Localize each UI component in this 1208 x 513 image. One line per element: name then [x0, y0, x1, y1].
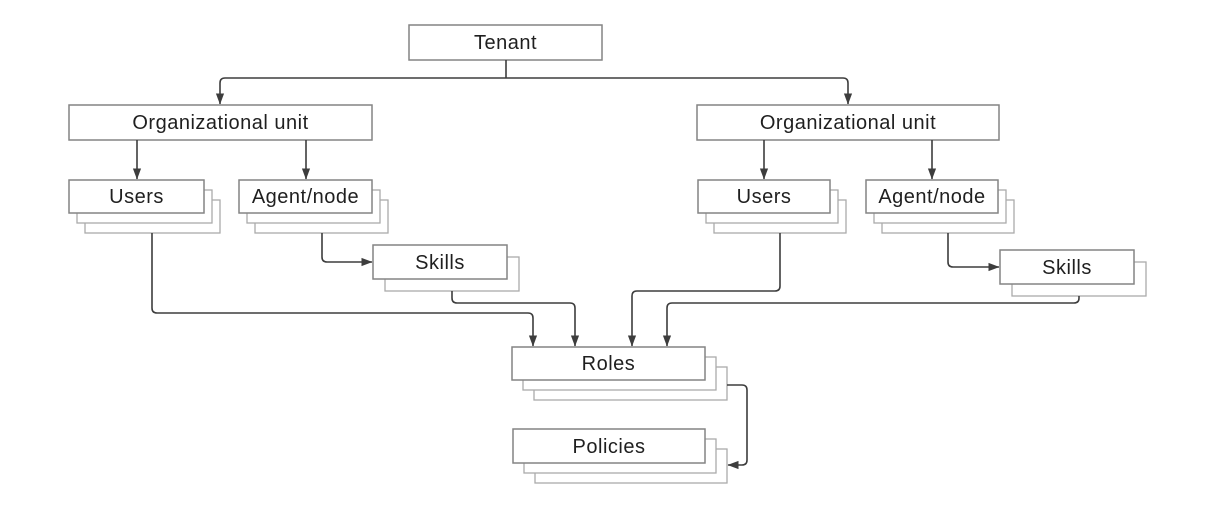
edge-agent-right-skills-right	[947, 233, 1000, 272]
node-tenant: Tenant	[408, 24, 603, 61]
node-users-left-label: Users	[109, 186, 164, 208]
node-skills-right: Skills	[999, 249, 1147, 297]
edge-tenant-ou-right	[506, 77, 853, 105]
node-users-right-label: Users	[737, 186, 792, 208]
edge-skills-right-roles	[662, 296, 1080, 347]
edge-tenant-ou-left	[215, 77, 506, 105]
node-skills-left: Skills	[372, 244, 520, 292]
node-users-left: Users	[68, 179, 221, 234]
node-agent-left-label: Agent/node	[252, 186, 359, 208]
node-policies-label: Policies	[573, 436, 646, 458]
node-organizational-unit-left: Organizational unit	[68, 104, 373, 141]
node-organizational-unit-right: Organizational unit	[696, 104, 1000, 141]
node-tenant-label: Tenant	[474, 32, 537, 54]
node-users-right: Users	[697, 179, 847, 234]
node-ou-right-label: Organizational unit	[760, 112, 936, 134]
edge-agent-left-skills-left	[321, 233, 373, 267]
node-policies: Policies	[512, 428, 728, 484]
node-roles: Roles	[511, 346, 728, 401]
node-ou-left-label: Organizational unit	[132, 112, 308, 134]
node-skills-left-label: Skills	[415, 252, 465, 274]
node-agent-node-right: Agent/node	[865, 179, 1015, 234]
edge-roles-policies	[727, 384, 748, 470]
node-agent-node-left: Agent/node	[238, 179, 389, 234]
node-skills-right-label: Skills	[1042, 257, 1092, 279]
edge-users-right-roles	[627, 233, 781, 347]
edge-skills-left-roles	[451, 291, 580, 347]
edge-users-left-roles	[151, 233, 538, 347]
node-agent-right-label: Agent/node	[878, 186, 985, 208]
node-roles-label: Roles	[582, 353, 636, 375]
